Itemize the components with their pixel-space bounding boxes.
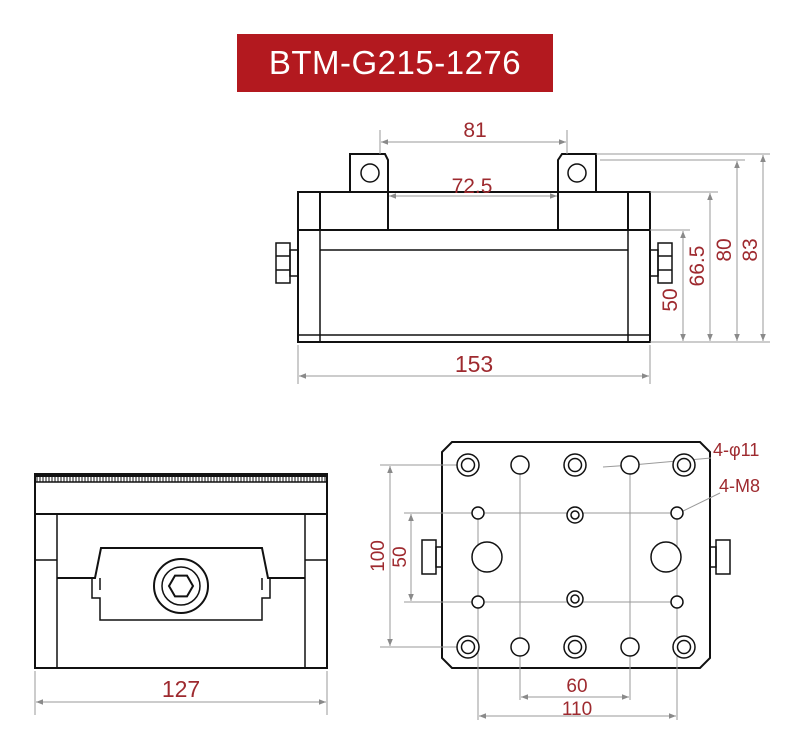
m8-thread-hole <box>670 595 684 609</box>
m8-thread-hole <box>471 595 485 609</box>
m8-thread-hole <box>670 506 684 520</box>
center-screw-hole <box>566 506 584 524</box>
side-body-outline <box>34 473 328 669</box>
model-title: BTM-G215-1276 <box>268 44 522 81</box>
title-banner: BTM-G215-1276 <box>237 34 553 92</box>
dim-100: 100 <box>368 540 389 572</box>
dim-83: 83 <box>739 238 762 261</box>
side-inner-profile <box>57 547 305 579</box>
counterbored-hole <box>672 635 696 659</box>
dim-50: 50 <box>659 288 682 311</box>
through-hole <box>510 637 530 657</box>
dim-81: 81 <box>463 119 486 142</box>
top-view: 100 50 60 110 4-φ11 4-M8 <box>368 440 760 720</box>
dim-66-5: 66.5 <box>686 246 709 287</box>
right-jaw-hole <box>567 163 587 183</box>
top-left-bolt <box>421 539 437 575</box>
dim-127: 127 <box>162 676 200 702</box>
dim-60: 60 <box>566 676 587 697</box>
top-right-bolt <box>715 539 731 575</box>
left-jaw <box>319 153 389 230</box>
side-view: 127 <box>34 473 328 715</box>
counterbored-hole <box>456 453 480 477</box>
dim-80: 80 <box>713 238 736 261</box>
dim-153: 153 <box>455 351 493 377</box>
label-4-phi-11: 4-φ11 <box>713 440 759 460</box>
counterbored-hole <box>563 635 587 659</box>
through-hole <box>510 455 530 475</box>
label-4-m8: 4-M8 <box>719 476 760 496</box>
through-hole <box>620 637 640 657</box>
m8-thread-hole <box>471 506 485 520</box>
front-view: 81 72.5 153 50 66.5 80 83 <box>275 119 770 384</box>
dim-110: 110 <box>562 699 592 720</box>
top-plate-outline <box>441 441 711 669</box>
through-hole <box>620 455 640 475</box>
serrated-edge <box>36 476 326 482</box>
front-body-outline <box>297 191 651 343</box>
dim-72-5: 72.5 <box>452 175 493 198</box>
left-bolt-head <box>275 242 291 284</box>
large-hole <box>650 541 682 573</box>
dim-50: 50 <box>390 546 411 567</box>
hex-socket <box>167 574 195 598</box>
right-bolt-head <box>657 242 673 284</box>
counterbored-hole <box>456 635 480 659</box>
large-hole <box>471 541 503 573</box>
counterbored-hole <box>563 453 587 477</box>
left-jaw-hole <box>360 163 380 183</box>
side-nut-outer <box>153 558 209 614</box>
counterbored-hole <box>672 453 696 477</box>
center-screw-hole <box>566 590 584 608</box>
